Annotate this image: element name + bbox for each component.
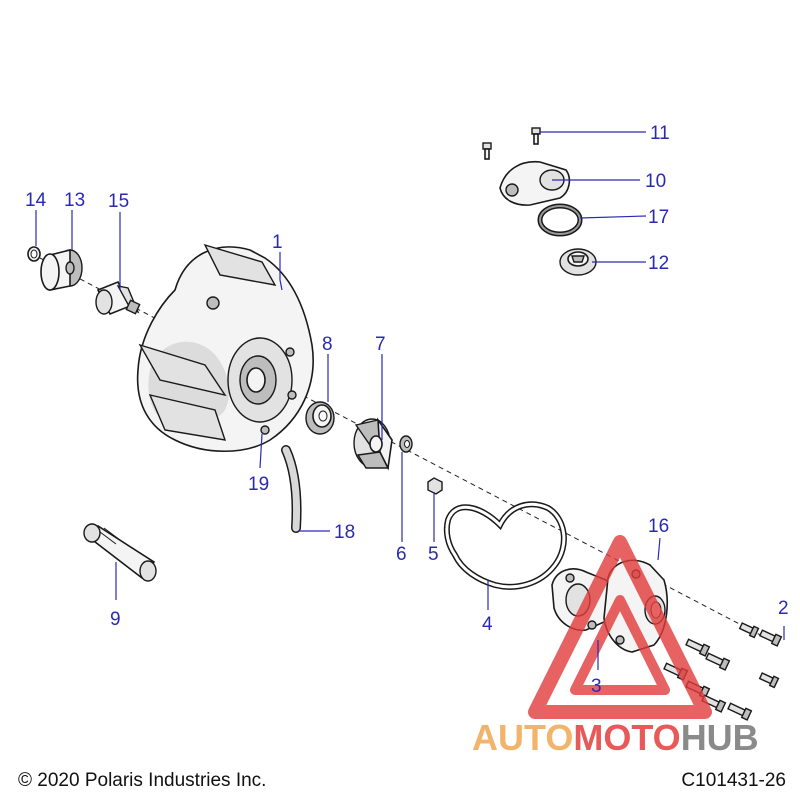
part-9-pipe bbox=[83, 523, 157, 582]
callout-13: 13 bbox=[64, 190, 85, 211]
leader-lines bbox=[35, 131, 785, 670]
callout-12: 12 bbox=[648, 253, 669, 274]
part-11-bolts bbox=[482, 127, 541, 160]
callout-16: 16 bbox=[648, 516, 669, 537]
part-13-bushing bbox=[40, 248, 83, 291]
callout-7: 7 bbox=[375, 334, 386, 355]
callout-10: 10 bbox=[645, 171, 666, 192]
part-17-o-ring bbox=[537, 203, 583, 237]
callout-4: 4 bbox=[482, 614, 493, 635]
callout-19: 19 bbox=[248, 474, 269, 495]
callout-18: 18 bbox=[334, 522, 355, 543]
part-8-seal bbox=[305, 401, 335, 435]
part-4-gasket bbox=[443, 501, 567, 590]
callout-17: 17 bbox=[648, 207, 669, 228]
part-5-bolt bbox=[427, 477, 443, 495]
callout-1: 1 bbox=[272, 232, 283, 253]
callout-14: 14 bbox=[25, 190, 47, 211]
callout-8: 8 bbox=[322, 334, 333, 355]
svg-text:AUTOMOTOHUB: AUTOMOTOHUB bbox=[472, 717, 759, 758]
part-7-impeller bbox=[353, 417, 394, 471]
part-1-housing-cover bbox=[136, 243, 314, 452]
part-6-washer bbox=[399, 435, 413, 453]
watermark-wordmark: AUTOMOTOHUB bbox=[472, 717, 759, 758]
callout-9: 9 bbox=[110, 609, 121, 630]
part-10-thermostat-housing bbox=[499, 161, 571, 206]
callout-6: 6 bbox=[396, 544, 407, 565]
copyright-text: © 2020 Polaris Industries Inc. bbox=[18, 770, 267, 791]
part-12-thermostat bbox=[559, 248, 597, 276]
watermark-hub: HUB bbox=[681, 717, 759, 758]
callout-labels: 1 2 3 4 5 6 7 8 9 10 11 12 13 14 15 16 1… bbox=[25, 123, 789, 697]
callout-11: 11 bbox=[650, 123, 670, 144]
callout-3: 3 bbox=[591, 676, 602, 697]
callout-2: 2 bbox=[778, 598, 789, 619]
watermark-moto: MOTO bbox=[573, 717, 680, 758]
part-14-o-ring bbox=[27, 246, 41, 262]
diagram-code: C101431-26 bbox=[681, 770, 786, 791]
callout-15: 15 bbox=[108, 191, 129, 212]
part-18-hose bbox=[281, 445, 302, 533]
part-15-shaft bbox=[95, 280, 141, 316]
callout-5: 5 bbox=[428, 544, 439, 565]
watermark-auto: AUTO bbox=[472, 717, 573, 758]
